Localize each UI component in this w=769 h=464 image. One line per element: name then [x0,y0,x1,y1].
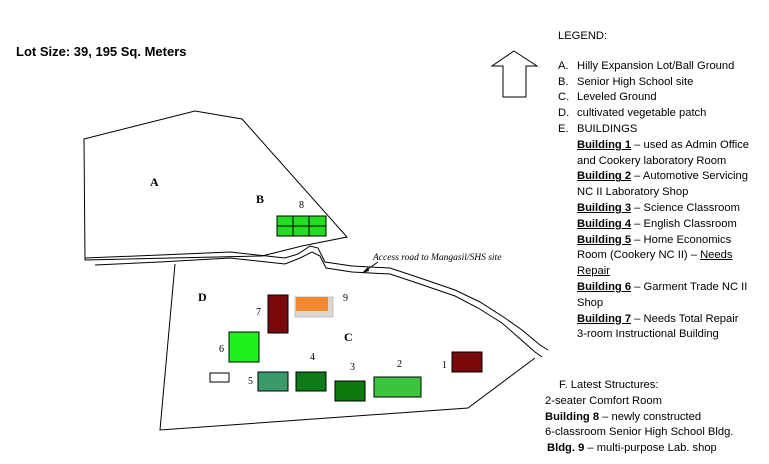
needs-repair-label: Needs [700,249,733,262]
building-desc-line: Room (Cookery NC II) – [577,249,701,262]
building-desc: – Garment Trade NC II [631,280,748,293]
latest-structures: F. Latest Structures: 2-seater Comfort R… [545,378,733,457]
legend-text: BUILDINGS [577,122,638,135]
building-1-desc: Building 1 – used as Admin Office and Co… [558,138,749,170]
legend-text: Leveled Ground [577,91,657,104]
legend-marker: B. [558,75,569,88]
latest-heading: F. Latest Structures: [559,379,659,391]
building-6-number: 6 [219,344,224,355]
building-2-number: 2 [397,359,402,370]
building-8-name: Building 8 [545,410,600,423]
building-desc-line: and Cookery laboratory Room [577,154,727,167]
area-label-a: A [150,175,159,189]
legend-text: Senior High School site [577,75,694,88]
area-label-c: C [344,330,353,344]
lot-size: Lot Size: 39, 195 Sq. Meters [16,44,187,59]
building-name: Building 6 [577,280,632,293]
repair-label: Repair [577,265,610,278]
building-1-number: 1 [442,360,447,371]
building-desc: – used as Admin Office [631,138,750,151]
lot-outline-upper [83,110,348,261]
building-1 [451,351,483,373]
building-desc: – Home Economics [631,233,732,246]
building-4-desc: Building 4 – English Classroom [558,217,749,233]
comfort-room [209,372,230,383]
building-desc: – Science Classroom [631,201,740,214]
building-name: Building 3 [577,201,632,214]
building-2 [373,376,422,398]
lot-outline-lower [159,263,536,431]
building-desc-line: NC II Laboratory Shop [577,186,689,199]
building-8-number: 8 [299,200,304,211]
building-6-desc: Building 6 – Garment Trade NC II Shop [558,280,749,312]
access-road-upper [84,245,549,351]
legend-item-e: E. BUILDINGS [558,122,749,138]
legend-marker: C. [558,91,570,104]
legend-text: Hilly Expansion Lot/Ball Ground [577,59,735,72]
building-9-name: Bldg. 9 [547,442,585,455]
legend-item-b: B. Senior High School site [558,75,749,91]
road-label: Access road to Mangasil/SHS site [372,253,501,263]
road-pointer-head [362,267,369,273]
building-9-desc: – multi-purpose Lab. shop [584,442,717,455]
building-3-number: 3 [350,362,355,373]
area-label-d: D [198,290,207,304]
legend: LEGEND: A. Hilly Expansion Lot/Ball Groun… [558,29,749,343]
building-desc-line: Shop [577,296,604,309]
building-8-desc: – newly constructed [599,410,702,423]
building-name: Building 7 [577,312,632,325]
building-7-number: 7 [256,307,261,318]
building-8 [276,215,327,237]
comfort-room-desc: 2-seater Comfort Room [545,394,662,407]
building-name: Building 2 [577,170,632,183]
building-7 [267,294,289,334]
building-name: Building 4 [577,217,632,230]
legend-marker: D. [558,107,570,120]
north-arrow-icon [490,50,539,98]
building-name: Building 5 [577,233,632,246]
building-3-desc: Building 3 – Science Classroom [558,201,749,217]
legend-title: LEGEND: [558,30,608,42]
building-desc-line: 3-room Instructional Building [577,328,719,341]
building-9 [296,297,328,311]
legend-item-a: A. Hilly Expansion Lot/Ball Ground [558,59,749,75]
building-4-number: 4 [310,352,315,363]
building-7-desc: Building 7 – Needs Total Repair 3-room I… [558,312,749,344]
legend-marker: E. [558,122,569,135]
building-8-desc-line: 6-classroom Senior High School Bldg. [545,426,734,439]
building-4 [295,371,327,392]
building-3 [334,380,366,402]
legend-item-c: C. Leveled Ground [558,90,749,106]
building-name: Building 1 [577,138,632,151]
building-5 [257,371,289,392]
building-desc: – English Classroom [631,217,737,230]
legend-item-d: D. cultivated vegetable patch [558,106,749,122]
building-6 [228,331,260,363]
building-9-number: 9 [343,293,348,304]
access-road-lower [94,251,543,358]
legend-marker: A. [558,59,569,72]
building-desc: – Automotive Servicing [631,170,748,183]
building-desc: – Needs Total Repair [631,312,739,325]
building-5-desc: Building 5 – Home Economics Room (Cooker… [558,233,749,280]
area-label-b: B [256,192,264,206]
building-2-desc: Building 2 – Automotive Servicing NC II … [558,169,749,201]
legend-text: cultivated vegetable patch [577,107,707,120]
building-5-number: 5 [248,376,253,387]
